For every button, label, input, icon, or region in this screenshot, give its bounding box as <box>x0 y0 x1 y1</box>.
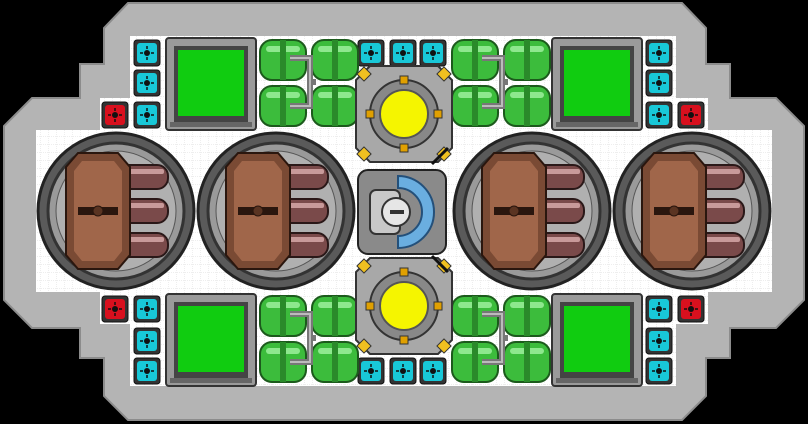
pipe-bank <box>259 39 359 127</box>
alert-tile <box>101 295 129 323</box>
power-tile <box>419 39 447 67</box>
power-tile <box>133 327 161 355</box>
reactor-core <box>355 65 453 163</box>
power-tile <box>645 357 673 385</box>
green-panel <box>551 293 643 387</box>
alert-tile <box>677 295 705 323</box>
turret <box>196 131 356 291</box>
power-tile <box>419 357 447 385</box>
alert-tile <box>101 101 129 129</box>
reactor-core <box>355 257 453 355</box>
turret <box>36 131 196 291</box>
power-tile <box>645 69 673 97</box>
green-panel <box>165 37 257 131</box>
power-tile <box>357 39 385 67</box>
turret <box>452 131 612 291</box>
pipe-bank <box>451 295 551 383</box>
power-tile <box>133 39 161 67</box>
power-tile <box>645 101 673 129</box>
cockpit-pod <box>357 146 450 274</box>
power-tile <box>133 295 161 323</box>
power-tile <box>133 357 161 385</box>
power-tile <box>645 39 673 67</box>
power-tile <box>645 295 673 323</box>
green-panel <box>551 37 643 131</box>
pipe-bank <box>259 295 359 383</box>
alert-tile <box>677 101 705 129</box>
power-tile <box>389 39 417 67</box>
power-tile <box>645 327 673 355</box>
green-panel <box>165 293 257 387</box>
power-tile <box>357 357 385 385</box>
turret <box>612 131 772 291</box>
pipe-bank <box>451 39 551 127</box>
power-tile <box>389 357 417 385</box>
power-tile <box>133 101 161 129</box>
power-tile <box>133 69 161 97</box>
